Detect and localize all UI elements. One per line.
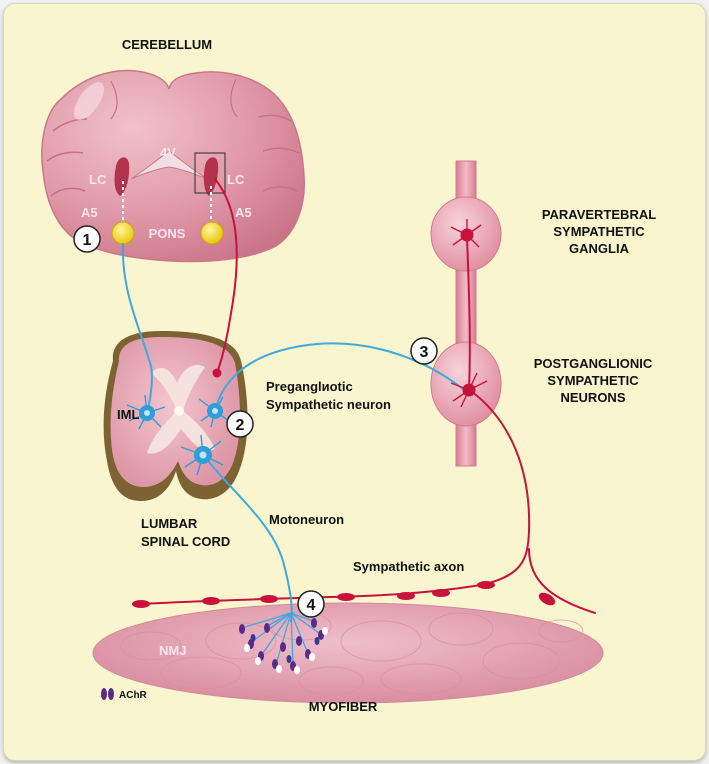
preganglionic-label-2: Sympathetic neuron [266, 397, 391, 412]
myofiber-label: MYOFIBER [309, 699, 378, 714]
a5-left-label: A5 [81, 205, 98, 220]
fourth-ventricle-label: 4V [160, 145, 176, 160]
step-2-circle [226, 410, 254, 438]
lumbar-label-2: SPINAL CORD [141, 534, 230, 549]
step-1-circle [73, 225, 101, 253]
a5-nucleus-left [111, 221, 135, 245]
lc-right-label: LC [227, 172, 245, 187]
lc-left-label: LC [89, 172, 107, 187]
paravertebral-neuron [450, 219, 482, 248]
paravertebral-label-2: SYMPATHETIC [553, 224, 645, 239]
step-3-label: 3 [420, 344, 429, 361]
iml-label: IML [117, 407, 139, 422]
lc-descending-axon [214, 178, 238, 374]
postganglionic-label-1: POSTGANGLIONIC [534, 356, 653, 371]
postganglionic-label-2: SYMPATHETIC [547, 373, 639, 388]
step-1-label: 1 [83, 232, 92, 249]
nmj-label: NMJ [159, 643, 186, 658]
step-4-label: 4 [307, 597, 316, 614]
step-3-circle [410, 337, 438, 365]
step-4-circle [297, 590, 325, 618]
sympathetic-axon-line [140, 390, 531, 605]
sympathetic-chain [430, 160, 502, 467]
a5-nucleus-right [200, 221, 224, 245]
preganglionic-neuron [198, 396, 230, 428]
paravertebral-label-3: GANGLIA [569, 241, 630, 256]
iml-neuron [126, 394, 166, 430]
step-2-label: 2 [236, 417, 245, 434]
postganglionic-label-3: NEURONS [560, 390, 625, 405]
a5-to-iml-axon [121, 243, 153, 414]
sympathetic-varicosities [132, 368, 556, 608]
cerebellum-pons [41, 69, 305, 263]
cerebellum-label: CEREBELLUM [122, 37, 212, 52]
postganglionic-neuron [450, 372, 488, 408]
achr-receptors [239, 618, 328, 674]
labels: CEREBELLUM 4V LC LC A5 A5 PONS PARAVERTE… [81, 37, 656, 714]
motoneuron-soma [180, 434, 224, 476]
diagram-panel: 1 2 3 4 CEREBELLUM 4V LC LC A5 A5 PONS P… [3, 3, 706, 761]
paravertebral-label-1: PARAVERTEBRAL [542, 207, 656, 222]
sympathetic-axon-label: Sympathetic axon [353, 559, 464, 574]
lumbar-label-1: LUMBAR [141, 516, 198, 531]
pons-label: PONS [149, 226, 186, 241]
nmj-terminals [244, 612, 320, 664]
diagram-canvas: 1 2 3 4 CEREBELLUM 4V LC LC A5 A5 PONS P… [41, 37, 656, 714]
preganglionic-label-1: Preganglиotic [266, 379, 353, 394]
step-markers: 1 2 3 4 [73, 225, 438, 618]
motoneuron-label: Motoneuron [269, 512, 344, 527]
motoneuron-axon [204, 456, 293, 622]
a5-right-label: A5 [235, 205, 252, 220]
postganglionic-ganglion [430, 341, 502, 427]
myofiber [92, 602, 604, 704]
achr-label: AChR [119, 690, 148, 701]
achr-legend-icon [101, 688, 114, 700]
